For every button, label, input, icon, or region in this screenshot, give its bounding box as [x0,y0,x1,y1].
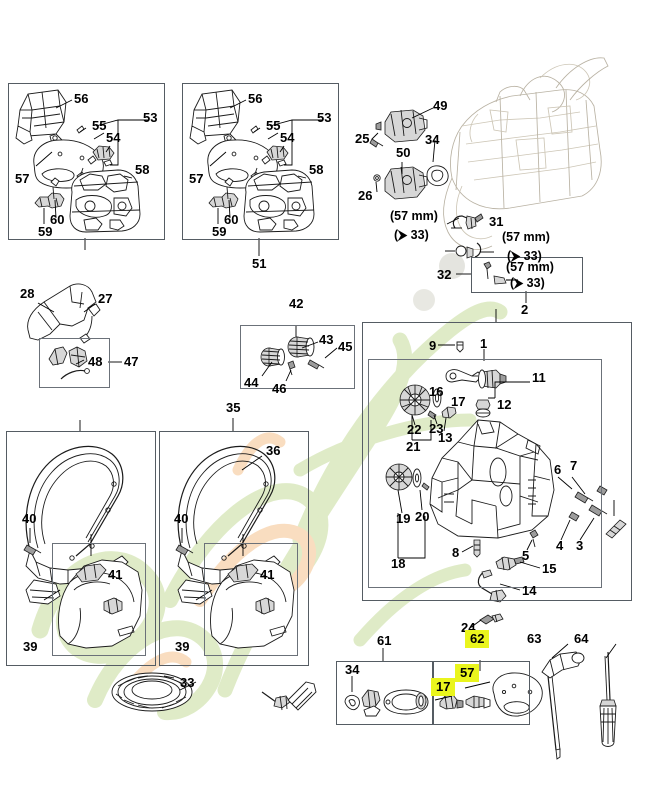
note-57mm-2: (57 mm) [502,230,550,244]
callout-61: 61 [377,633,392,648]
group-box-carb-kit [39,338,110,388]
callout-33: 33 [180,675,195,690]
callout-54-right: 54 [280,130,295,145]
callout-53-left: 53 [143,110,158,125]
callout-47: 47 [124,354,139,369]
callout-5: 5 [522,548,530,563]
callout-42: 42 [289,296,304,311]
callout-16: 16 [429,384,444,399]
callout-58-right: 58 [309,162,324,177]
callout-59-left: 59 [38,224,53,239]
callout-56-right: 56 [248,91,263,106]
callout-14: 14 [522,583,537,598]
callout-6: 6 [554,462,562,477]
callout-56-left: 56 [74,91,89,106]
group-box-chaincover-right [204,543,298,656]
callout-27: 27 [98,291,113,306]
callout-17-highlighted: 17 [431,678,456,696]
callout-39-left: 39 [23,639,38,654]
callout-57-left: 57 [15,171,30,186]
callout-48: 48 [88,354,103,369]
assembly-handle-right [189,89,322,233]
group-box-chaincover-left [52,543,146,656]
callout-28: 28 [20,286,35,301]
callout-11: 11 [532,370,546,385]
callout-64: 64 [574,631,589,646]
callout-34-top: 34 [425,132,440,147]
callout-19: 19 [396,511,411,526]
callout-60-left: 60 [50,212,65,227]
callout-60-right: 60 [224,212,239,227]
group-box-engine-inner [368,359,602,588]
callout-41-right: 41 [260,567,275,582]
callout-50: 50 [396,145,411,160]
note-57mm-3: (57 mm) [506,260,554,274]
callout-53-right: 53 [317,110,332,125]
callout-59-right: 59 [212,224,227,239]
callout-44: 44 [244,375,259,390]
callout-36: 36 [266,443,281,458]
callout-2: 2 [521,302,529,317]
callout-54-left: 54 [106,130,121,145]
callout-12: 12 [497,397,512,412]
callout-55-left: 55 [92,118,107,133]
note-ref33-3: (⮞ 33) [510,276,545,290]
callout-43: 43 [319,332,334,347]
part-elbow-hose [261,681,317,711]
callout-13: 13 [438,430,453,445]
callout-57-highlighted: 57 [455,664,480,682]
assembly-handle-left [15,89,148,233]
callout-57-right: 57 [189,171,204,186]
callout-35: 35 [226,400,241,415]
callout-31: 31 [489,214,504,229]
callout-22: 22 [407,422,422,437]
callout-17-engine: 17 [451,394,466,409]
group-box-handle-right [182,83,339,240]
callout-18: 18 [391,556,406,571]
callout-49: 49 [433,98,448,113]
note-57mm-1: (57 mm) [390,209,438,223]
chainsaw-ghost-illustration [443,57,609,250]
callout-8: 8 [452,545,460,560]
callout-3: 3 [576,538,584,553]
callout-62-highlighted: 62 [465,630,490,648]
callout-15: 15 [542,561,557,576]
callout-21: 21 [406,439,421,454]
callout-1: 1 [480,336,488,351]
callout-55-right: 55 [266,118,281,133]
group-box-handle-left [8,83,165,240]
group-box-bar-left [6,431,156,666]
assembly-carburetor [369,57,609,303]
callout-7: 7 [570,458,578,473]
part-64-screwdriver [599,651,617,747]
callout-58-left: 58 [135,162,150,177]
callout-26: 26 [358,188,373,203]
callout-63: 63 [527,631,542,646]
callout-51: 51 [252,256,267,271]
note-ref33-1: (⮞ 33) [394,228,429,242]
note-ref33-2: (⮞ 33) [507,249,542,263]
assembly-rear-handle [27,283,122,380]
group-box-note [471,257,583,293]
callout-39-right: 39 [175,639,190,654]
callout-34-bottom: 34 [345,662,360,677]
callout-41-left: 41 [108,567,123,582]
callout-46: 46 [272,381,287,396]
callout-32: 32 [437,267,452,282]
callout-20: 20 [415,509,430,524]
callout-40-left: 40 [22,511,37,526]
callout-25: 25 [355,131,370,146]
callout-40-right: 40 [174,511,189,526]
callout-4: 4 [556,538,564,553]
part-63-wrench [541,651,585,760]
callout-9: 9 [429,338,437,353]
callout-45: 45 [338,339,353,354]
